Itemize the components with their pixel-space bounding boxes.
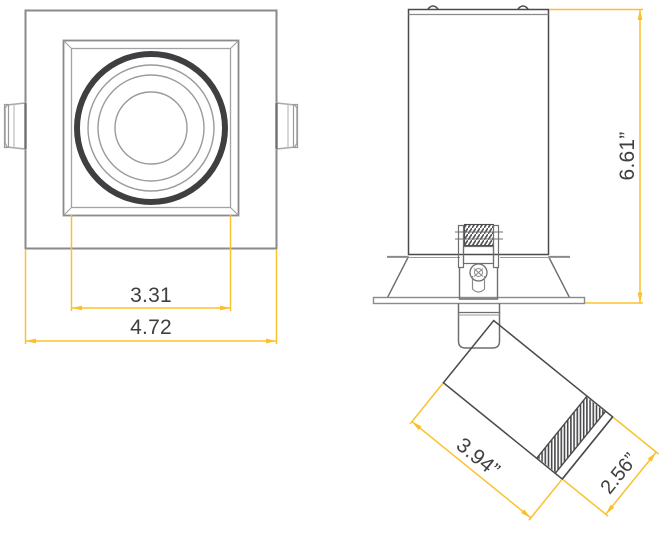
dimension-overall-height: 6.61”: [549, 8, 643, 304]
barrel-knurl-band: [537, 396, 606, 473]
side-view: 6.61” 3.94” 2.56”: [372, 5, 659, 521]
front-bezel-frame: [62, 39, 240, 217]
dimension-label-overall-width: 4.72: [130, 316, 172, 339]
ceiling-trim-cone: [386, 255, 571, 299]
dimension-barrel-length: 3.94”: [409, 383, 563, 521]
aperture-inner-ring: [114, 91, 188, 165]
housing-top-tabs: [427, 5, 529, 10]
adjustable-barrel: [442, 319, 614, 481]
aperture-outer-ring: [74, 51, 228, 205]
dimension-label-barrel-diameter: 2.56”: [596, 449, 642, 498]
ceiling-flange-plate: [372, 296, 586, 305]
dimension-label-aperture-width: 3.31: [130, 284, 172, 307]
housing-body: [407, 8, 550, 256]
right-spring-clip: [275, 102, 299, 150]
dimension-label-overall-height: 6.61”: [616, 132, 639, 181]
dimension-overall-width: 4.72: [24, 249, 278, 344]
left-spring-clip: [3, 102, 27, 150]
front-view: 3.31 4.72: [3, 9, 299, 344]
barrel-knuckle-stub: [457, 303, 501, 349]
gimbal-spring-assembly: [455, 223, 503, 300]
pivot-screw: [469, 263, 488, 282]
front-aperture-rings: [74, 51, 228, 205]
dimension-aperture-width: 3.31: [70, 215, 232, 311]
aperture-ring-3: [97, 74, 205, 182]
aperture-ring-2: [87, 64, 215, 192]
